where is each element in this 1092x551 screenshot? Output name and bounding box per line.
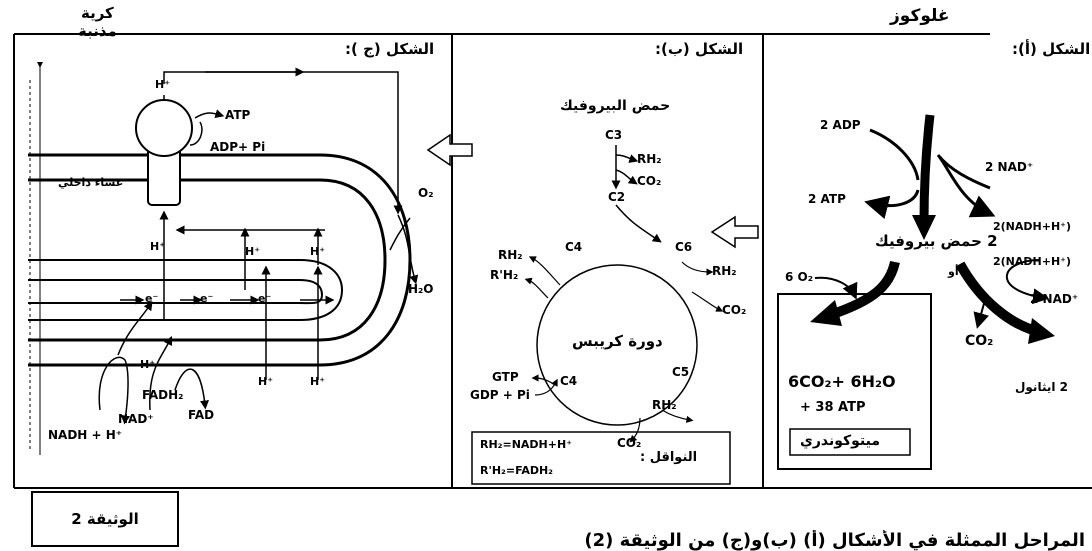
electron-3: e⁻ bbox=[258, 292, 272, 305]
hplus-mid-2: H⁺ bbox=[245, 245, 261, 258]
c6-label: C6 bbox=[675, 240, 693, 254]
nadh-bottom-label: 2(NADH+H⁺) bbox=[993, 255, 1071, 268]
atp-yield: + 38 ATP bbox=[800, 400, 866, 415]
respiration-box bbox=[777, 293, 932, 470]
carriers-label: النواقل : bbox=[640, 450, 698, 465]
nadh-top-label: 2(NADH+H⁺) bbox=[993, 220, 1071, 233]
membrane-label: غشاء داخلي bbox=[58, 176, 124, 189]
electron-1: e⁻ bbox=[145, 292, 159, 305]
co2-2-label: CO₂ bbox=[722, 303, 747, 317]
co2-1-label: CO₂ bbox=[637, 174, 662, 188]
legend-rh2: RH₂=NADH+H⁺ bbox=[480, 438, 572, 451]
hplus-low-2: H⁺ bbox=[258, 375, 274, 388]
rh2-2-label: RH₂ bbox=[712, 264, 737, 278]
electron-2: e⁻ bbox=[200, 292, 214, 305]
panel-a-title: الشكل (أ): bbox=[1012, 40, 1091, 58]
c5-label: C5 bbox=[672, 365, 690, 379]
question-text: المراحل الممثلة في الأشكال (أ) (ب)و(ج) م… bbox=[584, 530, 1085, 551]
c4-bottom-label: C4 bbox=[560, 374, 578, 388]
pyruvate-arrows bbox=[611, 145, 662, 243]
fad-label: FAD bbox=[188, 408, 215, 422]
or-label: أو bbox=[948, 265, 959, 278]
rh2-4-label: RH₂ bbox=[498, 248, 523, 262]
scale-arrows bbox=[29, 62, 43, 455]
atp-c-label: ATP bbox=[225, 108, 251, 122]
o2-label: 6 O₂ bbox=[785, 270, 813, 284]
adp-label: 2 ADP bbox=[820, 118, 861, 132]
nadh-c-label: NADH + H⁺ bbox=[48, 428, 123, 442]
c4-top-label: C4 bbox=[565, 240, 583, 254]
c3-label: C3 bbox=[605, 128, 623, 142]
rprime-label: R'H₂ bbox=[490, 268, 519, 282]
hplus-mid-3: H⁺ bbox=[310, 245, 326, 258]
hplus-mid-1: H⁺ bbox=[150, 240, 166, 253]
gdp-label: GDP + Pi bbox=[470, 388, 530, 402]
mito-label: ميتوكوندري bbox=[800, 433, 881, 449]
atp-synthase bbox=[135, 99, 193, 206]
fadh2-label: FADH₂ bbox=[142, 388, 184, 402]
hplus-low-3: H⁺ bbox=[310, 375, 326, 388]
rh2-3-label: RH₂ bbox=[652, 398, 677, 412]
atp-label: 2 ATP bbox=[808, 192, 846, 206]
nad-c-label: NAD⁺ bbox=[118, 412, 154, 426]
co2-3-label: CO₂ bbox=[617, 436, 642, 450]
h2o-label: H₂O bbox=[408, 282, 434, 296]
krebs-cycle bbox=[536, 264, 698, 426]
fermentation-arrow bbox=[955, 259, 1055, 344]
mito-box bbox=[789, 428, 911, 456]
krebs-label: دورة كريبس bbox=[572, 332, 663, 350]
legend-rprime: R'H₂=FADH₂ bbox=[480, 464, 553, 477]
document-label: الوثيقة 2 bbox=[71, 510, 139, 528]
glycolysis-arrows bbox=[864, 114, 996, 240]
doc-label-box bbox=[31, 491, 179, 547]
hplus-top: H⁺ bbox=[155, 78, 171, 91]
o2-c-label: O₂ bbox=[418, 186, 434, 200]
glucose-label: غلوكوز bbox=[890, 6, 950, 26]
respiration-products: 6CO₂+ 6H₂O bbox=[788, 372, 896, 391]
hollow-arrow-a-b bbox=[710, 215, 759, 249]
nad-label: 2 NAD⁺ bbox=[985, 160, 1034, 174]
cristae-label: كرية مذنبة bbox=[78, 4, 117, 40]
c2-label: C2 bbox=[608, 190, 626, 204]
proton-flow bbox=[98, 67, 419, 425]
panel-b-title: الشكل (ب): bbox=[655, 40, 744, 58]
adp-c-label: ADP+ Pi bbox=[210, 140, 266, 154]
frame bbox=[13, 33, 1092, 489]
hollow-arrow-b-c bbox=[426, 133, 473, 167]
pyruvate-label: 2 حمض بيروفيك bbox=[875, 232, 998, 250]
hplus-low-1: H⁺ bbox=[140, 358, 156, 371]
rh2-1-label: RH₂ bbox=[637, 152, 662, 166]
nad-bottom-label: 2 NAD⁺ bbox=[1030, 292, 1079, 306]
carriers-legend-box bbox=[471, 431, 731, 485]
pyruvic-label: حمض البيروفيك bbox=[560, 98, 671, 114]
co2-ferment-label: CO₂ bbox=[965, 333, 994, 349]
ethanol-label: 2 ايثانول bbox=[1015, 380, 1069, 394]
gtp-label: GTP bbox=[492, 370, 519, 384]
krebs-side-arrows bbox=[524, 256, 724, 443]
panel-c-title: الشكل (ج ): bbox=[345, 40, 435, 58]
